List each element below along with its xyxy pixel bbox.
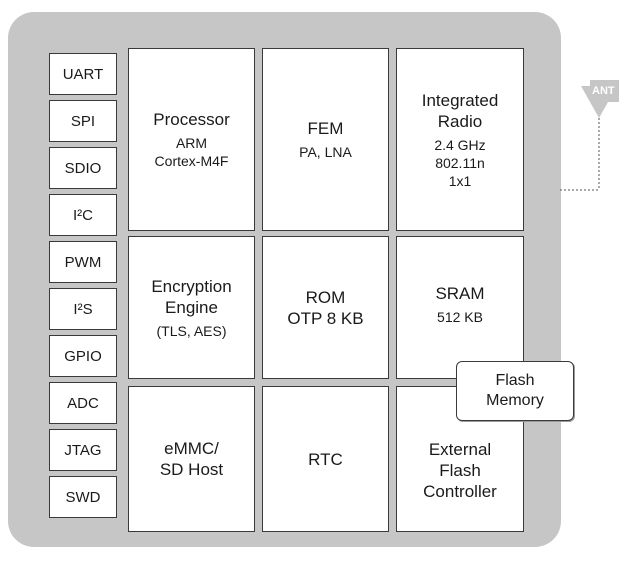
- rtc-block: RTC: [262, 386, 389, 532]
- emmc-sd-host-block: eMMC/ SD Host: [128, 386, 255, 532]
- sram-title: SRAM: [435, 284, 485, 303]
- fem-block: FEM PA, LNA: [262, 48, 389, 231]
- encryption-detail: (TLS, AES): [156, 322, 227, 339]
- radio-title-line1: Integrated: [421, 90, 499, 110]
- interface-jtag: JTAG: [49, 429, 117, 471]
- interface-spi: SPI: [49, 100, 117, 142]
- flash-memory-line2: Memory: [486, 392, 544, 409]
- integrated-radio-block: Integrated Radio 2.4 GHz 802.11n 1x1: [396, 48, 524, 231]
- rtc-title: RTC: [308, 449, 343, 469]
- interface-pwm: PWM: [49, 241, 117, 283]
- radio-title-line2: Radio: [437, 111, 483, 131]
- interface-i2s: I²S: [49, 288, 117, 330]
- flash-memory-line1: Flash: [495, 372, 535, 389]
- interface-sdio: SDIO: [49, 147, 117, 189]
- interface-gpio: GPIO: [49, 335, 117, 377]
- interface-swd: SWD: [49, 476, 117, 518]
- interface-adc: ADC: [49, 382, 117, 424]
- processor-block: Processor ARM Cortex-M4F: [128, 48, 255, 231]
- rom-block: ROM OTP 8 KB: [262, 236, 389, 379]
- rom-title: ROM: [305, 287, 346, 307]
- flash-controller-line3: Controller: [423, 482, 497, 501]
- flash-controller-line2: Flash: [439, 461, 481, 480]
- emmc-title-line1: eMMC/: [164, 439, 219, 458]
- radio-streams: 1x1: [448, 172, 472, 189]
- rom-otp: OTP 8 KB: [287, 308, 364, 328]
- fem-detail: PA, LNA: [299, 144, 352, 160]
- processor-title: Processor: [153, 110, 230, 129]
- interface-uart: UART: [49, 53, 117, 95]
- radio-frequency: 2.4 GHz: [434, 136, 486, 153]
- fem-title: FEM: [307, 119, 344, 138]
- flash-controller-line1: External: [428, 440, 492, 459]
- radio-standard: 802.11n: [435, 154, 485, 171]
- processor-arch: ARM: [175, 135, 208, 151]
- emmc-title-line2: SD Host: [159, 460, 224, 479]
- flash-memory-callout: Flash Memory: [456, 361, 574, 421]
- processor-core: Cortex-M4F: [154, 153, 229, 169]
- encryption-title-line1: Encryption: [151, 276, 232, 296]
- interface-i2c: I²C: [49, 194, 117, 236]
- sram-block: SRAM 512 KB: [396, 236, 524, 379]
- antenna-label: ANT: [590, 80, 619, 102]
- encryption-engine-block: Encryption Engine (TLS, AES): [128, 236, 255, 379]
- sram-size: 512 KB: [437, 309, 483, 325]
- encryption-title-line2: Engine: [165, 297, 218, 317]
